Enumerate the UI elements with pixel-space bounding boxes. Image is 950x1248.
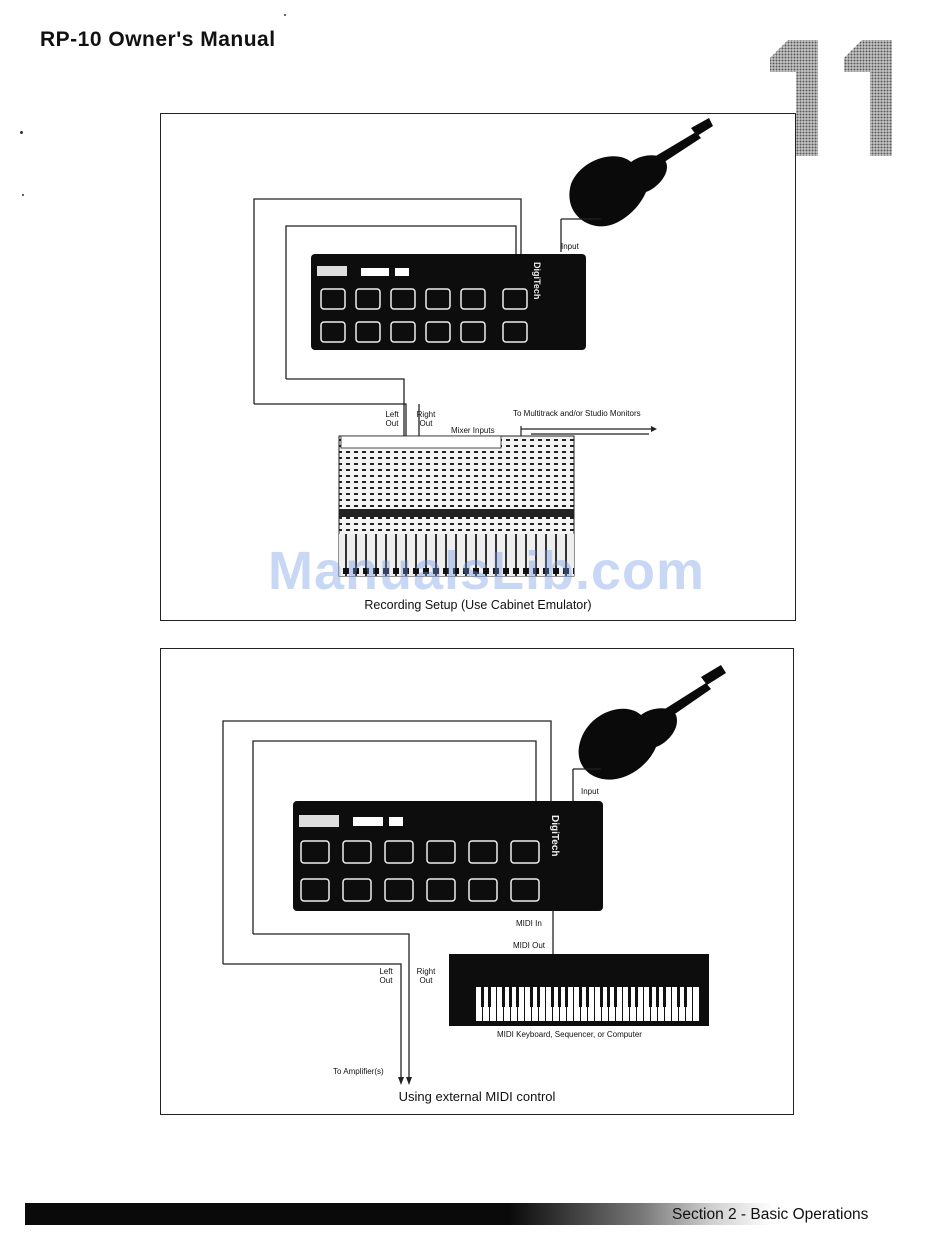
input-label: Input [561, 242, 579, 251]
amplifiers-label: To Amplifier(s) [333, 1067, 384, 1076]
midi-in-label: MIDI In [516, 919, 542, 928]
watermark: ManualsLib.com [268, 541, 706, 601]
brand-label: DigiTech [549, 815, 560, 857]
right-out-label: Right Out [416, 967, 436, 985]
monitors-label: To Multitrack and/or Studio Monitors [513, 409, 641, 418]
left-out-label: Left Out [385, 410, 399, 428]
scan-speck [20, 131, 23, 134]
midi-out-label: MIDI Out [513, 941, 546, 950]
mixing-console [338, 435, 575, 577]
left-out-label: Left Out [379, 967, 393, 985]
rp10-pedalboard [311, 254, 586, 350]
midi-control-figure: Input DigiTech MIDI In MIDI Out Left Out… [160, 648, 794, 1115]
scan-speck [284, 14, 286, 16]
page-number [766, 32, 896, 160]
page-header-title: RP-10 Owner's Manual [40, 28, 276, 51]
footer-section-label: Section 2 - Basic Operations [672, 1206, 869, 1223]
brand-label: DigiTech [532, 262, 542, 300]
guitar-icon [578, 665, 726, 780]
scan-speck [22, 194, 24, 196]
keyboard-label: MIDI Keyboard, Sequencer, or Computer [497, 1030, 642, 1039]
figure2-caption: Using external MIDI control [398, 1089, 556, 1104]
input-label: Input [581, 787, 599, 796]
midi-keyboard [449, 954, 709, 1026]
mixer-inputs-label: Mixer Inputs [451, 426, 495, 435]
recording-setup-figure: Input DigiTech Left Out Right Out Mixer … [160, 113, 796, 621]
right-out-label: Right Out [416, 410, 436, 428]
rp10-pedalboard [293, 801, 603, 911]
footer-bar [25, 1203, 905, 1225]
guitar-icon [569, 118, 713, 227]
figure1-caption: Recording Setup (Use Cabinet Emulator) [364, 598, 592, 612]
